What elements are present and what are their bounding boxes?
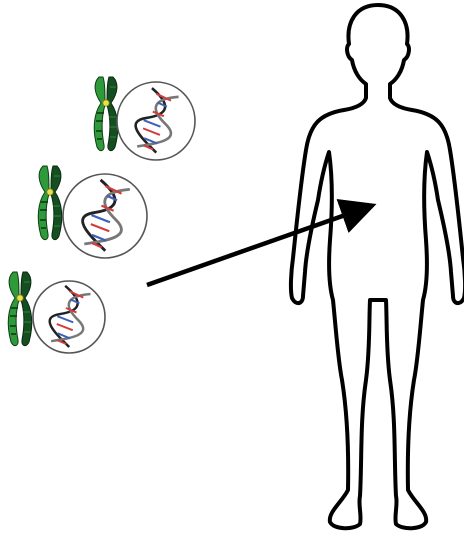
dna-circle — [63, 174, 147, 258]
arrow-right-icon — [147, 207, 368, 285]
chromosome-icon — [94, 77, 118, 151]
dna-circle — [33, 281, 105, 353]
chromosome-icon — [8, 272, 32, 346]
chromosome-dna-group-2 — [38, 166, 147, 258]
chromosome-dna-group-3 — [8, 272, 105, 353]
chromosome-icon — [38, 166, 62, 240]
chromosome-dna-group-1 — [94, 77, 195, 160]
human-body-outline-icon — [291, 5, 464, 528]
dna-circle — [117, 82, 195, 160]
